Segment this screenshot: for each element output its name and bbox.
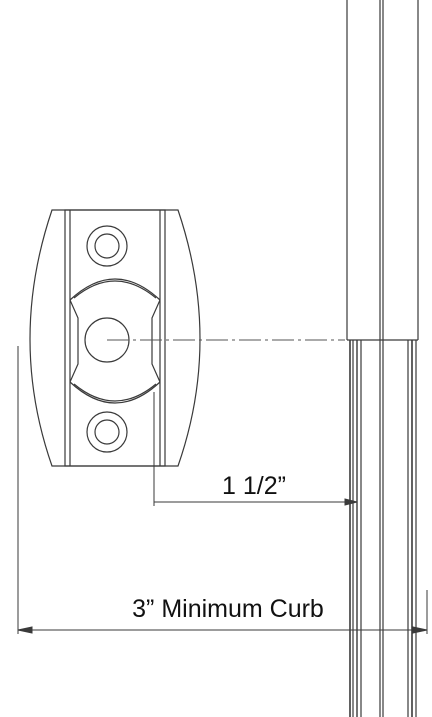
outer-dimension: [17, 346, 428, 634]
inner-dim-arrow-right: [344, 498, 358, 506]
hinge-plate: [64, 209, 166, 467]
hinge-knuckle-bottom-arc: [69, 381, 161, 404]
inner-dimension-label: 1 1/2”: [222, 472, 286, 500]
hinge-left-bevel: [69, 299, 79, 383]
frame-profile: [346, 0, 419, 717]
inner-dimension: [153, 392, 358, 506]
hinge-body-outline: [29, 209, 201, 467]
hinge-knuckle-bottom-arc-inner: [73, 383, 157, 402]
outer-dimension-label: 3” Minimum Curb: [132, 595, 324, 623]
outer-dim-arrow-left: [17, 626, 33, 634]
hinge-knuckle-top-arc-inner: [73, 280, 157, 299]
top-screw-outer: [86, 225, 128, 267]
outer-dim-arrow-right: [412, 626, 428, 634]
bottom-screw-inner: [94, 419, 120, 445]
hinge-knuckle-top-arc: [69, 278, 161, 301]
hinge-fitting: [29, 209, 201, 467]
top-screw-inner: [94, 233, 120, 259]
hinge-right-bevel: [151, 299, 161, 383]
bottom-screw-outer: [86, 411, 128, 453]
